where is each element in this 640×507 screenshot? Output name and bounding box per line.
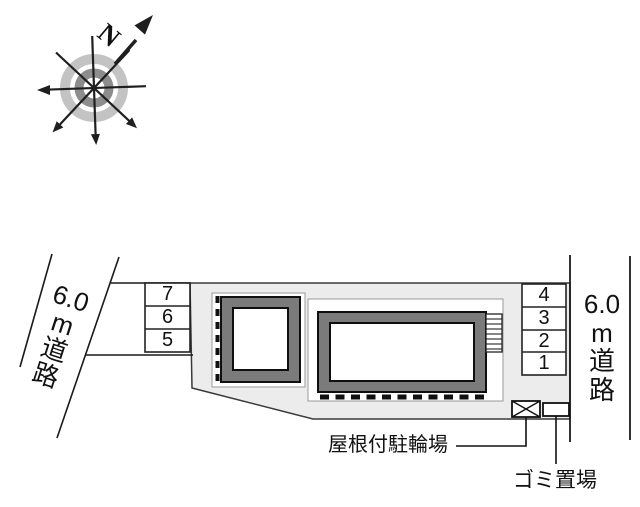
garbage-area-icon: [542, 402, 570, 417]
north-arrow-head: [134, 15, 153, 35]
bike-parking-label: 屋根付駐輪場: [328, 434, 448, 456]
right-road-edges: [569, 255, 631, 442]
parking-stalls-right: [521, 283, 567, 376]
road-right-line-3: 道: [588, 346, 615, 376]
garbage-area-label: ゴミ置場: [513, 469, 597, 492]
left-road-outer-edge: [19, 253, 53, 368]
stairs-icon: [485, 313, 503, 353]
parking-stall-2: 2: [538, 330, 550, 352]
building-left-interior: [232, 307, 289, 371]
bike-parking-icon: [511, 400, 541, 418]
parking-stall-5: 5: [161, 329, 174, 351]
building-right: [307, 298, 504, 402]
left-road-inner-edge: [56, 256, 120, 439]
road-label-right: 6.0 m 道 路: [578, 290, 626, 404]
compass-arrowheads: [37, 85, 137, 145]
parking-stall-3: 3: [538, 307, 550, 329]
left-road-edges: [19, 253, 120, 439]
parking-stall-6: 6: [161, 306, 174, 328]
road-right-line-2: m: [591, 317, 613, 348]
compass-spokes: [41, 35, 147, 141]
road-right-line-1: 6.0: [583, 289, 621, 319]
parking-stall-1: 1: [538, 352, 550, 374]
parking-stall-4: 4: [538, 284, 550, 306]
compass-rose: [37, 15, 153, 145]
bike-parking-leader-line: [456, 417, 527, 447]
building-right-interior: [329, 322, 475, 382]
road-right-line-4: 路: [588, 374, 615, 405]
parking-stalls-left: [144, 282, 191, 353]
building-left: [211, 292, 306, 388]
parking-stall-7: 7: [161, 283, 174, 305]
north-arrow-shaft: [113, 38, 138, 66]
parking-left-outline: [144, 282, 191, 353]
